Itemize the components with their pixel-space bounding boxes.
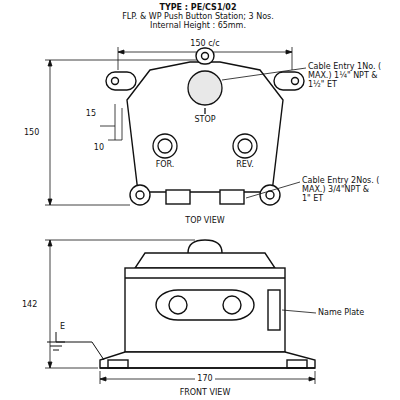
housing-top-view bbox=[274, 72, 304, 90]
dimension-text: 150 c/c bbox=[190, 39, 219, 48]
earth-symbol bbox=[56, 342, 104, 360]
housing-front-view bbox=[135, 253, 275, 268]
dimension-line bbox=[45, 368, 98, 369]
dimension-line bbox=[115, 104, 116, 140]
button-label: STOP bbox=[194, 115, 215, 124]
button-label: REV. bbox=[236, 160, 254, 169]
dimension-line bbox=[45, 240, 195, 241]
drawing-title: TYPE : PE/CS1/02 bbox=[160, 3, 237, 12]
dimension-text: 15 bbox=[86, 109, 96, 118]
housing-top-view bbox=[106, 48, 304, 205]
housing-top-view bbox=[106, 72, 136, 90]
leader-line bbox=[246, 182, 300, 198]
housing-top-view bbox=[220, 190, 244, 204]
callout-note: Cable Entry 2Nos. ( MAX.) 3/4"NPT & 1" E… bbox=[302, 176, 380, 204]
spec-line: Internal Height : 65mm. bbox=[150, 21, 246, 30]
dimension-text: 142 bbox=[22, 300, 37, 309]
housing-top-view bbox=[292, 78, 299, 85]
housing-front-view bbox=[125, 268, 285, 352]
view-title: FRONT VIEW bbox=[180, 388, 231, 397]
earth-symbol bbox=[47, 332, 104, 360]
earth-label: E bbox=[60, 322, 65, 331]
earth-symbol bbox=[53, 350, 59, 351]
dimension-line bbox=[48, 60, 52, 205]
housing-top-view bbox=[136, 191, 144, 199]
push-button bbox=[204, 108, 205, 114]
housing-front-view bbox=[223, 296, 241, 314]
push-button bbox=[188, 71, 222, 105]
dimension-line bbox=[282, 310, 316, 313]
leader-line bbox=[222, 68, 306, 80]
push-button bbox=[158, 139, 172, 153]
housing-front-view bbox=[100, 367, 315, 368]
dimension-line bbox=[50, 240, 51, 368]
housing-top-view bbox=[202, 53, 209, 60]
housing-top-view bbox=[166, 190, 190, 204]
spec-line: FLP. & WP Push Button Station; 3 Nos. bbox=[122, 12, 274, 21]
callout-note: Cable Entry 1No. ( MAX.) 1¼" NPT & 1½" E… bbox=[308, 62, 386, 90]
housing-front-view bbox=[156, 290, 254, 320]
push-button bbox=[153, 71, 257, 158]
housing-front-view bbox=[169, 296, 187, 314]
housing-top-view bbox=[260, 185, 280, 205]
dimension-line bbox=[108, 140, 122, 141]
dimension-line bbox=[45, 47, 292, 205]
housing-top-view bbox=[266, 191, 274, 199]
dimension-line bbox=[122, 108, 123, 140]
earth-symbol bbox=[56, 332, 57, 342]
housing-front-view bbox=[100, 352, 315, 368]
push-button bbox=[238, 139, 252, 153]
housing-front-view bbox=[108, 360, 128, 368]
dimension-line bbox=[315, 371, 316, 384]
dimension-line bbox=[45, 60, 200, 61]
housing-front-view bbox=[100, 240, 315, 368]
button-label: FOR. bbox=[156, 160, 175, 169]
dimension-line bbox=[45, 240, 316, 384]
part-label: Name Plate bbox=[318, 308, 364, 317]
dimension-line bbox=[118, 47, 119, 70]
push-button bbox=[153, 134, 177, 158]
housing-front-view bbox=[287, 360, 307, 368]
dimension-line bbox=[100, 371, 101, 384]
earth-symbol bbox=[50, 346, 62, 347]
leader-line bbox=[222, 68, 306, 198]
housing-top-view bbox=[196, 48, 214, 64]
housing-top-view bbox=[130, 185, 150, 205]
dimension-line bbox=[292, 47, 293, 70]
dimension-text: 170 bbox=[195, 374, 214, 383]
dimension-text: 10 bbox=[94, 143, 104, 152]
view-title: TOP VIEW bbox=[185, 216, 224, 225]
dimension-text: 150 bbox=[24, 128, 39, 137]
housing-front-view bbox=[268, 290, 280, 330]
housing-front-view bbox=[125, 277, 285, 278]
dimension-line bbox=[48, 240, 52, 368]
dimension-line bbox=[45, 205, 130, 206]
push-button bbox=[233, 134, 257, 158]
dimension-line bbox=[100, 126, 115, 127]
housing-top-view bbox=[127, 62, 283, 192]
housing-front-view bbox=[188, 240, 222, 253]
dimension-line bbox=[50, 60, 51, 205]
housing-top-view bbox=[112, 78, 119, 85]
